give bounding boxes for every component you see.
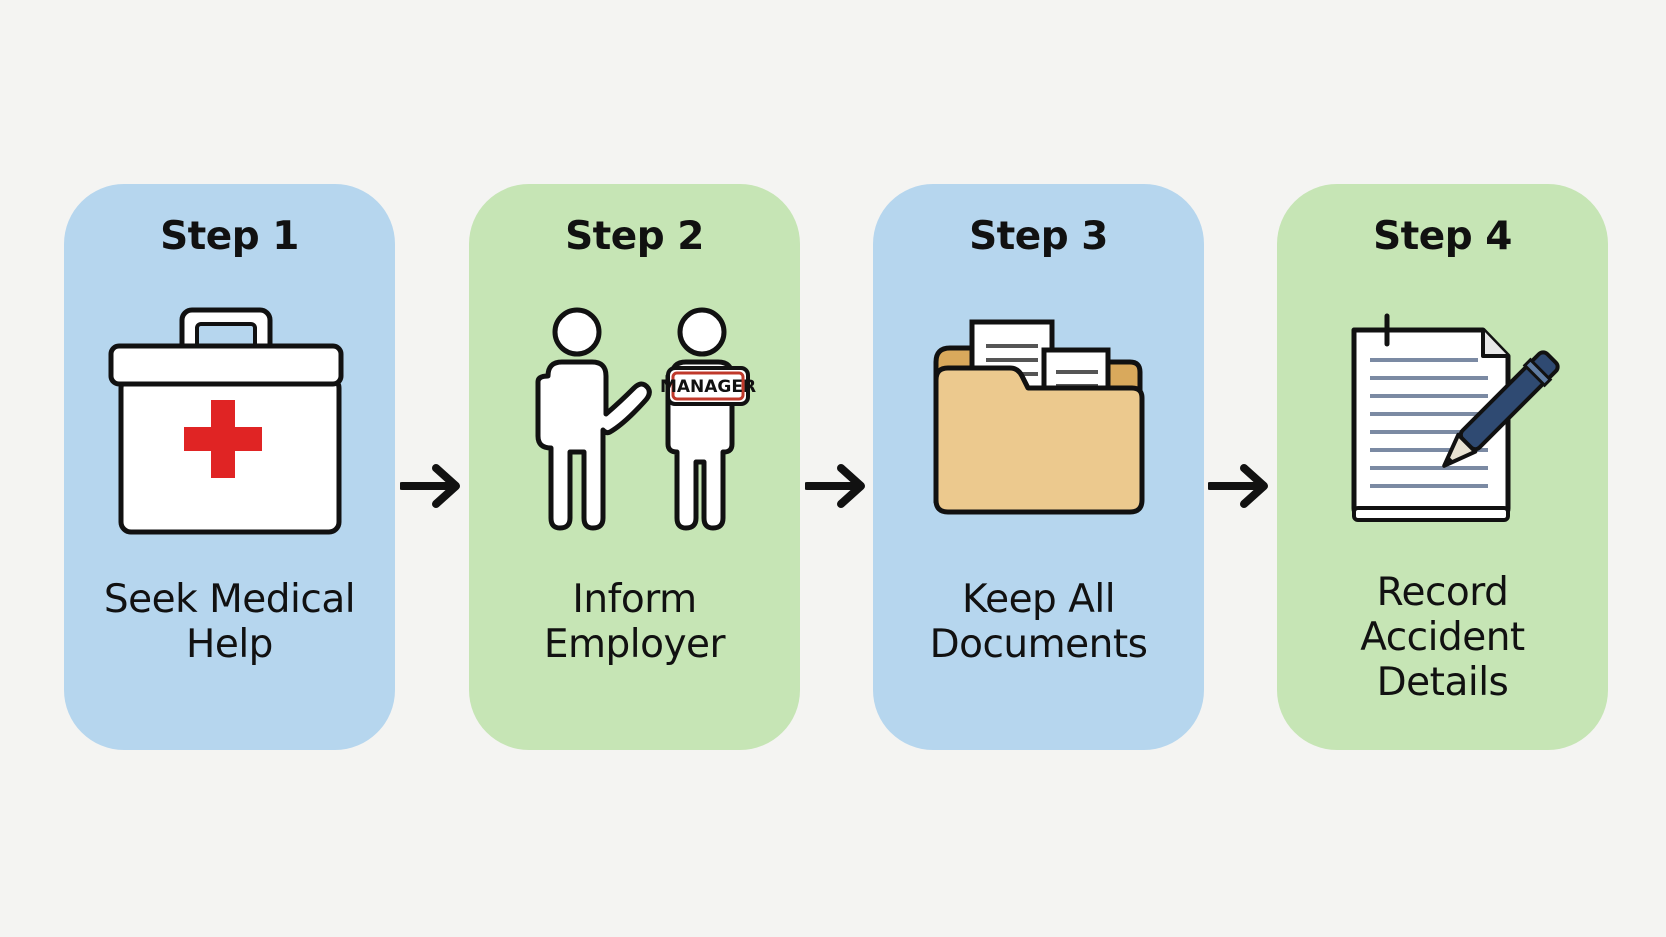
step-label: Keep All Documents [929,577,1148,667]
employee-manager-icon: MANAGER [535,307,756,531]
step-label: Inform Employer [543,577,726,667]
step-card-4: Step 4 Record Accident Details [1277,184,1608,750]
step-title: Step 3 [969,214,1108,259]
manager-figure [665,307,750,531]
step-label: Seek Medical Help [103,577,356,667]
document-folder-icon [933,319,1144,515]
step-title: Step 4 [1373,214,1512,259]
employee-figure [535,307,652,531]
arrow-right-icon [1208,464,1268,508]
notepad-pen-icon [1351,313,1560,522]
step-card-3: Step 3 Keep All Documents [873,184,1204,750]
step-label: Record Accident Details [1360,570,1525,705]
first-aid-kit-icon [108,307,343,535]
arrow-right-icon [805,464,865,508]
step-card-2: Step 2 MANAGER Inform Employer [469,184,800,750]
step-card-1: Step 1 Seek Medical Help [64,184,395,750]
step-title: Step 1 [160,214,299,259]
step-title: Step 2 [565,214,704,259]
manager-badge-text: MANAGER [659,377,755,397]
arrow-right-icon [400,464,460,508]
